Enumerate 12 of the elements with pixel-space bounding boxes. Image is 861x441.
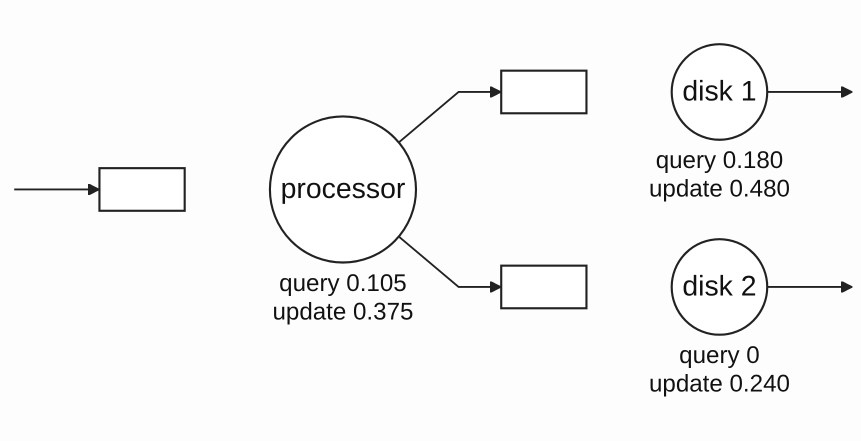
- node-caption: update 0.240: [648, 370, 790, 398]
- queue-box: [500, 70, 588, 114]
- server-circle: disk 2: [670, 238, 768, 336]
- node-caption: query 0.180: [656, 147, 784, 174]
- queue-box: [500, 264, 588, 310]
- node-caption: update 0.480: [648, 176, 790, 203]
- server-circle: disk 1: [670, 43, 768, 141]
- node-caption: update 0.375: [272, 298, 414, 326]
- queue-box: [98, 167, 186, 212]
- server-circle: processor: [268, 115, 418, 264]
- node-caption: query 0.105: [279, 270, 407, 297]
- node-caption: query 0: [679, 342, 760, 370]
